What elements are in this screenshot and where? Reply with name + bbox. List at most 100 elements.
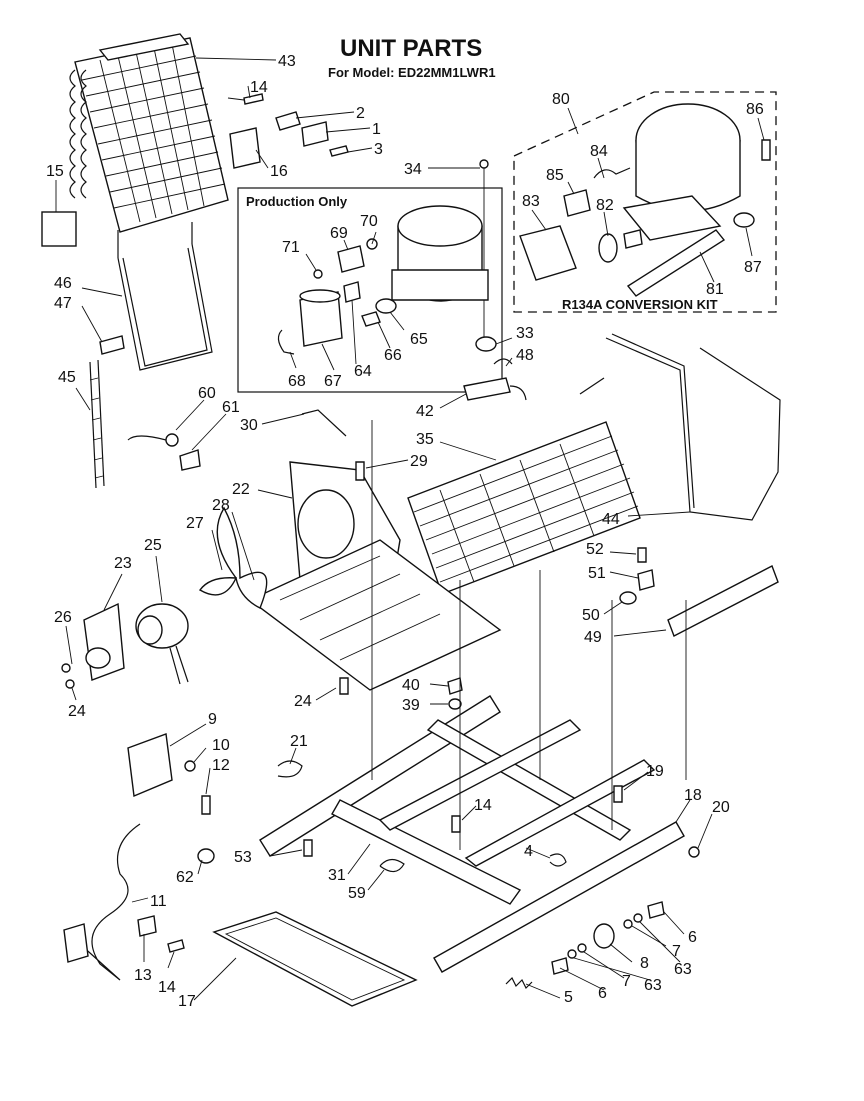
callout-50: 50 xyxy=(582,607,600,624)
screw-24-left xyxy=(61,663,71,673)
washer-63a xyxy=(633,913,643,923)
washer-63b xyxy=(567,949,577,959)
screw-19 xyxy=(613,785,623,803)
connector-62 xyxy=(197,848,215,864)
screw-71 xyxy=(313,269,323,279)
callout-3: 3 xyxy=(374,141,383,158)
callout-61: 61 xyxy=(222,399,240,416)
spring-5 xyxy=(505,976,533,990)
callout-15: 15 xyxy=(46,163,64,180)
drier-81 xyxy=(626,229,726,297)
screw-29 xyxy=(355,461,365,481)
callout-68: 68 xyxy=(288,373,306,390)
clip-47 xyxy=(99,335,125,355)
clip-40 xyxy=(447,677,463,695)
callout-42: 42 xyxy=(416,403,434,420)
relay-69-70 xyxy=(337,238,378,273)
connector-61 xyxy=(179,449,201,471)
callout-20: 20 xyxy=(712,799,730,816)
callout-7-top: 7 xyxy=(672,943,681,960)
clip-82 xyxy=(598,229,643,263)
fan-blade-27-28 xyxy=(198,506,268,609)
callout-30: 30 xyxy=(240,417,258,434)
grommet-87 xyxy=(733,212,755,228)
screw-12 xyxy=(201,795,211,815)
screw-20 xyxy=(688,846,700,858)
callout-16: 16 xyxy=(270,163,288,180)
evaporator-coil xyxy=(69,33,229,233)
bolt-6a xyxy=(647,901,665,919)
plug-86 xyxy=(761,139,771,161)
callout-28: 28 xyxy=(212,497,230,514)
overload-85 xyxy=(563,189,591,217)
callout-44: 44 xyxy=(602,511,620,528)
callout-69: 69 xyxy=(330,225,348,242)
callout-1: 1 xyxy=(372,121,381,138)
screw-14-mid xyxy=(451,815,461,833)
drain-pan-17 xyxy=(212,911,418,1007)
clip-4 xyxy=(549,853,567,867)
production-only-box: Production Only xyxy=(237,187,503,393)
washer-39 xyxy=(448,698,462,710)
callout-8: 8 xyxy=(640,955,649,972)
clip-13 xyxy=(137,915,157,937)
callout-64: 64 xyxy=(354,363,372,380)
callout-85: 85 xyxy=(546,167,564,184)
reference-lines xyxy=(371,420,687,850)
callout-52: 52 xyxy=(586,541,604,558)
thermistor-60 xyxy=(127,433,179,447)
callout-26: 26 xyxy=(54,609,72,626)
callout-14-top: 14 xyxy=(250,79,268,96)
grommet-33 xyxy=(475,336,497,352)
bracket-23 xyxy=(83,602,125,681)
callout-24-left: 24 xyxy=(68,703,86,720)
screw-14-low xyxy=(167,939,185,953)
callout-18: 18 xyxy=(684,787,702,804)
bracket-9 xyxy=(127,733,173,798)
clip-2 xyxy=(275,111,301,131)
callout-82: 82 xyxy=(596,197,614,214)
leader-lines xyxy=(55,57,765,1001)
callout-19: 19 xyxy=(646,763,664,780)
callout-33: 33 xyxy=(516,325,534,342)
callout-6-top: 6 xyxy=(688,929,697,946)
callout-62: 62 xyxy=(176,869,194,886)
callout-23: 23 xyxy=(114,555,132,572)
page-title: UNIT PARTS xyxy=(340,35,482,62)
wire-30 xyxy=(301,409,347,437)
callout-5: 5 xyxy=(564,989,573,1006)
callout-70: 70 xyxy=(360,213,378,230)
grommet-26 xyxy=(85,647,111,669)
frame-cradle-31 xyxy=(259,695,656,905)
compressor-kit xyxy=(622,103,741,241)
callout-87: 87 xyxy=(744,259,762,276)
pad-16 xyxy=(229,127,261,169)
defrost-heater-46 xyxy=(117,243,213,371)
washer-7a xyxy=(623,919,633,929)
callout-10: 10 xyxy=(212,737,230,754)
callout-35: 35 xyxy=(416,431,434,448)
clamp-51 xyxy=(637,569,655,591)
fan-motor-25 xyxy=(135,603,189,685)
callout-59: 59 xyxy=(348,885,366,902)
callout-47: 47 xyxy=(54,295,72,312)
callout-46: 46 xyxy=(54,275,72,292)
screw-52 xyxy=(637,547,647,563)
callout-49: 49 xyxy=(584,629,602,646)
power-cord-11 xyxy=(63,823,141,981)
roller-8 xyxy=(593,923,615,949)
callout-84: 84 xyxy=(590,143,608,160)
callout-45: 45 xyxy=(58,369,76,386)
callout-51: 51 xyxy=(588,565,606,582)
callout-39: 39 xyxy=(402,697,420,714)
drier-42 xyxy=(463,377,527,401)
clip-48 xyxy=(493,358,513,365)
screw-24-center xyxy=(339,677,349,695)
callout-48: 48 xyxy=(516,347,534,364)
clip-21 xyxy=(277,760,303,778)
screw-3 xyxy=(329,145,349,157)
side-rail-18 xyxy=(433,821,685,973)
callout-11: 11 xyxy=(150,893,167,910)
bracket-1 xyxy=(301,121,329,147)
